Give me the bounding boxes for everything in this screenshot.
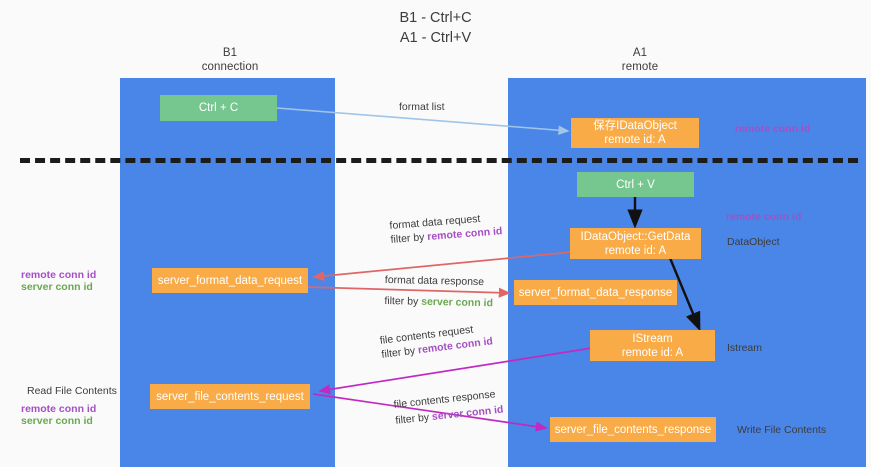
- node-server-format-data-response-label: server_format_data_response: [518, 286, 673, 299]
- node-idataobject-saved-sub: remote id: A: [604, 134, 666, 146]
- node-idataobject-saved-label: 保存IDataObject: [593, 120, 677, 132]
- node-idataobject-getdata[interactable]: IDataObject::GetData remote id: A: [570, 228, 701, 259]
- annotation-left-remote-conn-id-bottom: remote conn id: [21, 403, 97, 415]
- page-title: B1 - Ctrl+C A1 - Ctrl+V: [0, 8, 871, 48]
- node-server-file-contents-request-label: server_file_contents_request: [156, 390, 304, 403]
- column-header-a1-name: A1: [632, 47, 648, 59]
- column-header-b1-role: connection: [201, 61, 259, 73]
- node-idataobject-saved[interactable]: 保存IDataObject remote id: A: [571, 118, 699, 148]
- edge-label-format-data-response-filter-key: server conn id: [421, 295, 494, 310]
- edge-label-format-data-response-main: format data response: [384, 273, 485, 289]
- node-server-format-data-request[interactable]: server_format_data_request: [152, 268, 308, 293]
- node-ctrl-c-label: Ctrl + C: [198, 102, 239, 114]
- node-istream-label: IStream: [632, 332, 673, 345]
- annotation-left-server-conn-id-mid: server conn id: [21, 281, 93, 293]
- node-ctrl-c[interactable]: Ctrl + C: [160, 95, 277, 121]
- phase-separator-dashed-line: [20, 158, 858, 163]
- node-idataobject-getdata-sub: remote id: A: [604, 244, 667, 257]
- edge-label-format-data-response: format data response filter by server co…: [384, 273, 493, 310]
- annotation-right-remote-conn-id-mid: remote conn id: [726, 211, 802, 223]
- annotation-right-write-file-contents: Write File Contents: [737, 424, 827, 436]
- annotation-right-dataobject: DataObject: [727, 236, 780, 248]
- annotation-left-remote-conn-id-mid: remote conn id: [21, 269, 97, 281]
- edge-label-format-data-request-filter-prefix: filter by: [390, 231, 428, 246]
- column-header-a1: A1 remote: [560, 46, 720, 74]
- edge-label-file-contents-response: file contents response filter by server …: [393, 387, 504, 428]
- title-line-1: B1 - Ctrl+C: [399, 10, 472, 26]
- edge-label-format-data-request: format data request filter by remote con…: [389, 210, 503, 247]
- node-server-file-contents-request[interactable]: server_file_contents_request: [150, 384, 310, 409]
- node-ctrl-v-label: Ctrl + V: [616, 178, 655, 191]
- node-server-format-data-response[interactable]: server_format_data_response: [514, 280, 677, 305]
- title-line-2: A1 - Ctrl+V: [399, 30, 472, 46]
- node-server-file-contents-response-label: server_file_contents_response: [554, 423, 712, 436]
- edge-label-file-contents-request: file contents request filter by remote c…: [379, 320, 494, 361]
- node-ctrl-v[interactable]: Ctrl + V: [577, 172, 694, 197]
- edge-label-format-data-response-filter: filter by server conn id: [384, 294, 493, 310]
- node-istream-sub: remote id: A: [621, 346, 684, 359]
- column-header-b1-name: B1: [222, 47, 238, 59]
- edge-label-file-contents-response-filter-prefix: filter by: [394, 411, 433, 427]
- annotation-right-istream: Istream: [727, 342, 763, 354]
- node-idataobject-getdata-label: IDataObject::GetData: [580, 230, 691, 243]
- node-istream[interactable]: IStream remote id: A: [590, 330, 715, 361]
- annotation-right-remote-conn-id-top: remote conn id: [735, 123, 811, 135]
- column-header-a1-role: remote: [621, 61, 659, 73]
- edge-label-file-contents-request-filter-prefix: filter by: [380, 344, 419, 361]
- node-server-file-contents-response[interactable]: server_file_contents_response: [550, 417, 716, 442]
- annotation-left-server-conn-id-bottom: server conn id: [21, 415, 93, 427]
- edge-label-format-data-response-filter-prefix: filter by: [384, 294, 422, 308]
- annotation-left-read-file-contents: Read File Contents: [27, 385, 117, 397]
- edge-label-format-list: format list: [399, 101, 445, 113]
- node-server-format-data-request-label: server_format_data_request: [157, 274, 303, 287]
- column-header-b1: B1 connection: [150, 46, 310, 74]
